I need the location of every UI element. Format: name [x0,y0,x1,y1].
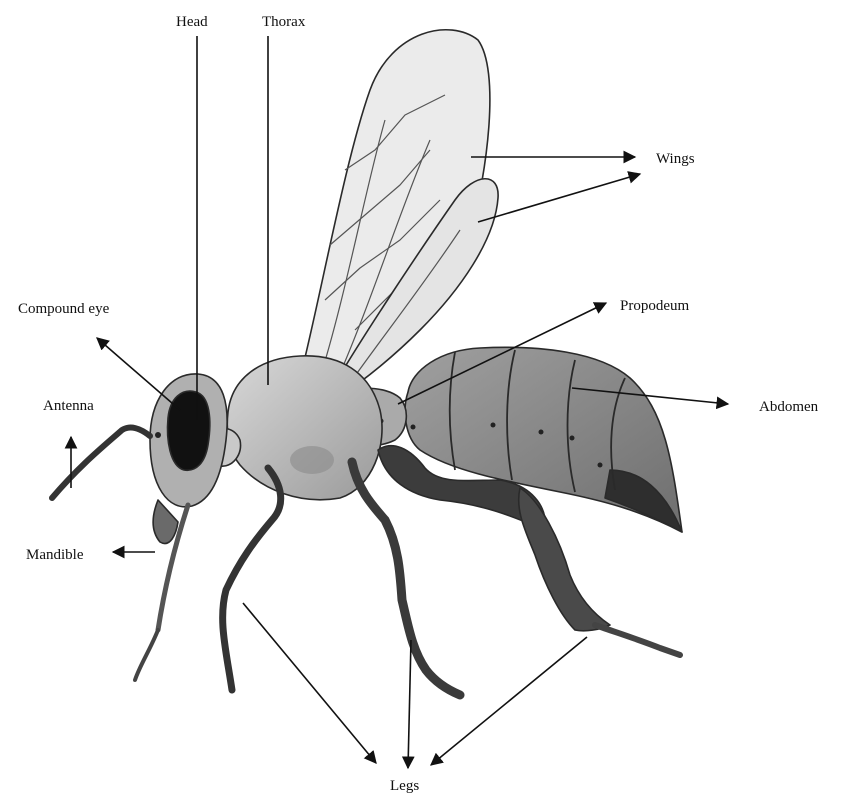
label-mandible: Mandible [26,548,84,563]
legs-arrow-left [243,603,376,763]
label-abdomen: Abdomen [759,400,818,415]
hind-leg-tarsus [595,625,680,655]
legs-arrow-right [431,637,587,765]
label-head: Head [176,15,208,30]
antenna-shape [52,428,150,498]
label-thorax: Thorax [262,15,305,30]
front-leg [223,468,281,690]
compound-eye-arrow [97,338,180,410]
label-propodeum: Propodeum [620,299,689,314]
hind-leg-tibia [519,488,610,631]
label-legs: Legs [390,779,419,794]
bee-illustration [52,30,682,695]
label-compound-eye: Compound eye [18,302,109,317]
wings-arrow-lower [478,174,640,222]
legs-arrow-middle [408,640,411,768]
mandible-shape [153,500,178,544]
compound-eye-shape [168,391,210,470]
front-tarsus [135,630,158,680]
label-wings: Wings [656,152,695,167]
label-antenna: Antenna [43,399,94,414]
